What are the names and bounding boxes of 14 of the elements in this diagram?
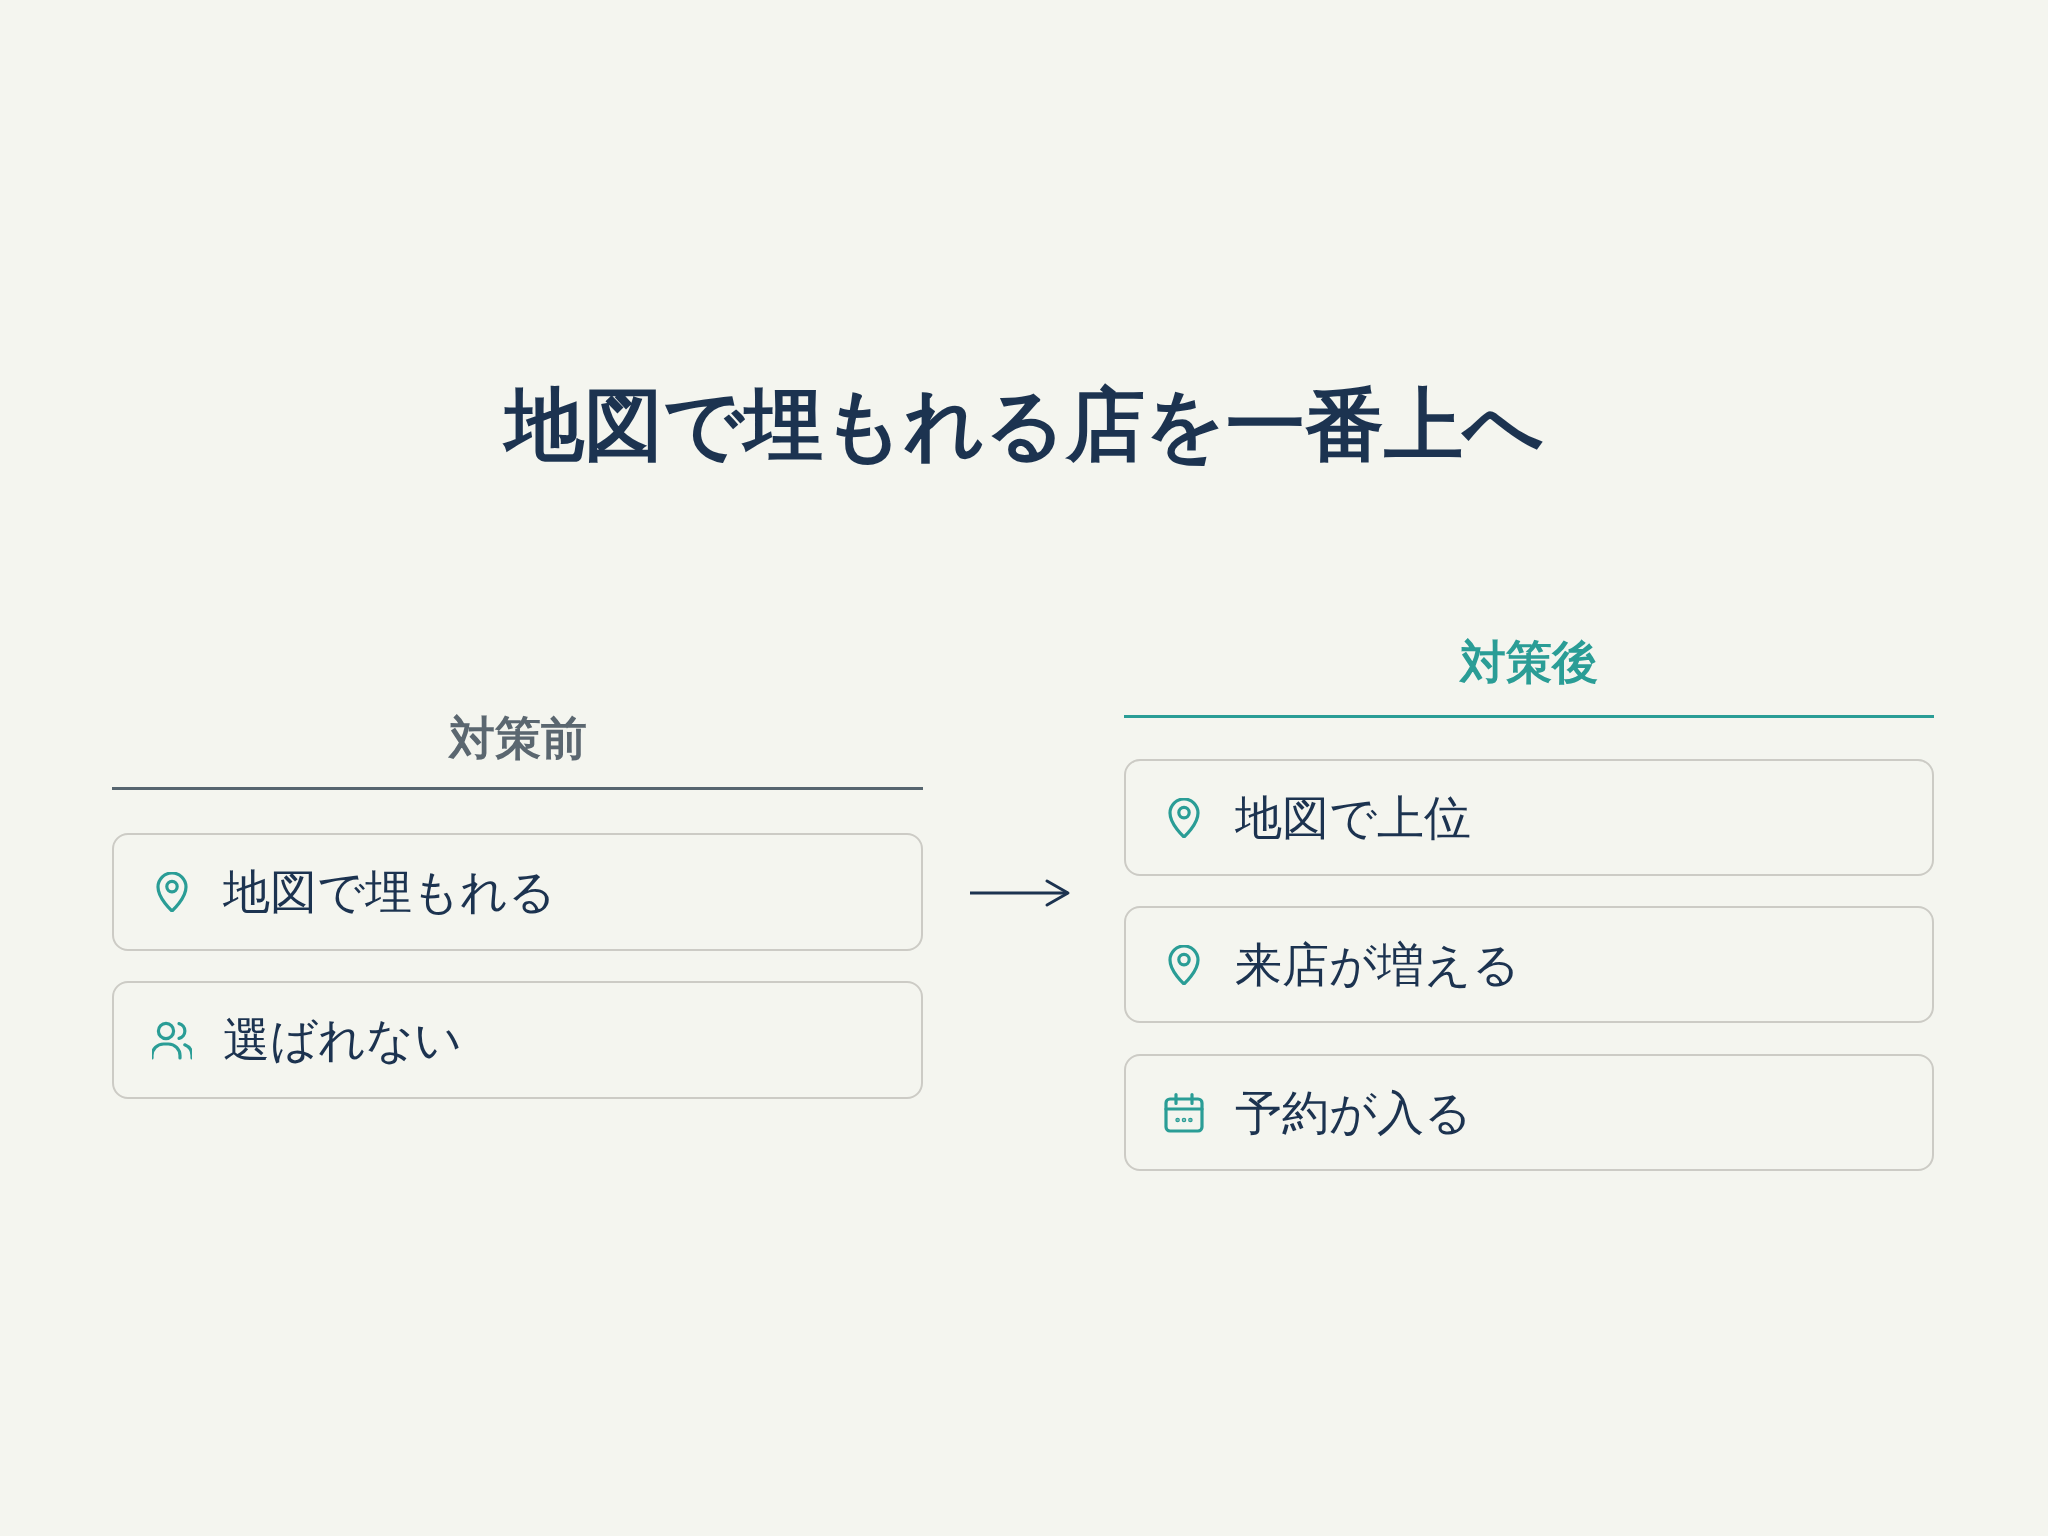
item-card: [1124, 1054, 1934, 1171]
item-card: [112, 833, 923, 951]
column-heading: 対策前: [448, 710, 587, 766]
item-card: [112, 981, 923, 1099]
column-heading: 対策後: [1460, 634, 1598, 690]
item-card: [1124, 906, 1934, 1023]
arrow: [970, 879, 1070, 907]
item-label: 予約が入る: [1235, 1083, 1472, 1142]
item-card: [1124, 759, 1934, 876]
title: 地図で埋もれる店を一番上へ: [504, 378, 1544, 472]
item-label: 選ばれない: [223, 1011, 462, 1069]
item-label: 地図で上位: [1235, 788, 1471, 847]
item-label: 地図で埋もれる: [223, 863, 556, 921]
item-label: 来店が増える: [1235, 935, 1520, 994]
